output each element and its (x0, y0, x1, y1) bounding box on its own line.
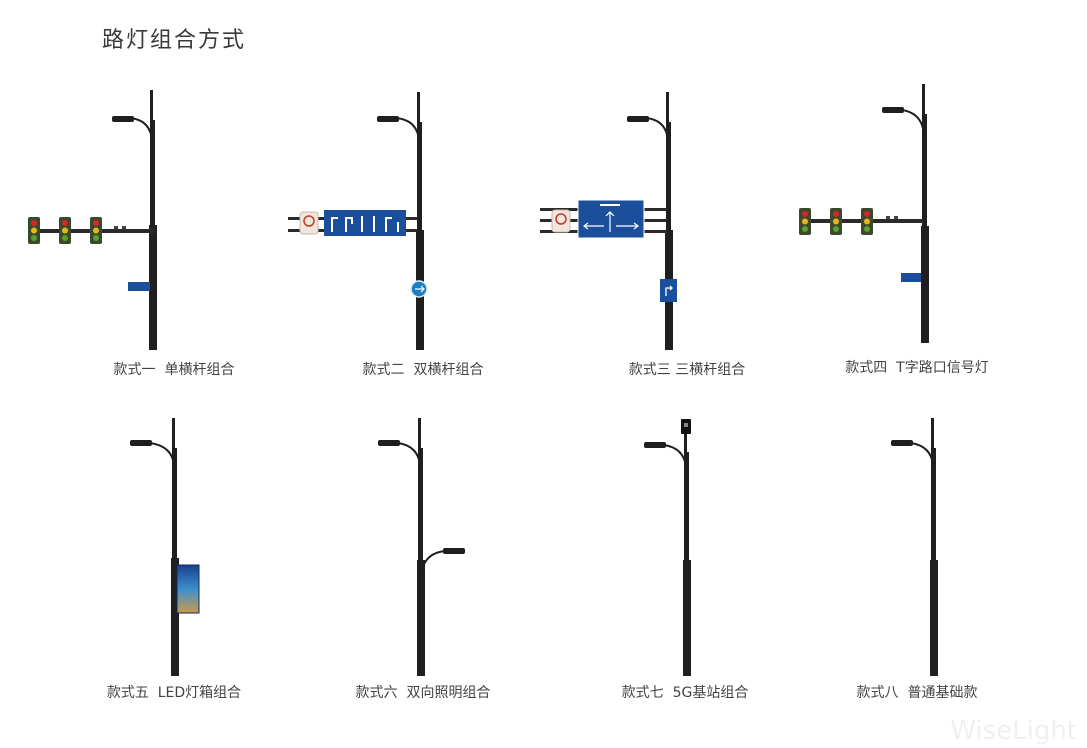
turn-sign-icon (660, 279, 677, 302)
style-7-caption: 款式七 5G基站组合 (621, 685, 749, 701)
style-1-pole-illustration (28, 90, 157, 350)
led-lightbox-icon (176, 564, 200, 614)
style-6-caption: 款式六 双向照明组合 (355, 685, 491, 701)
style-2-pole-illustration (288, 92, 428, 350)
traffic-signal-icon (861, 208, 873, 235)
traffic-signal-icon (799, 208, 811, 235)
style-5-pole-illustration (130, 418, 200, 676)
style-6-pole-illustration (378, 418, 465, 676)
style-8-caption: 款式八 普通基础款 (856, 685, 978, 701)
traffic-signal-icon (59, 217, 71, 244)
traffic-signal-icon (90, 217, 102, 244)
style-5-caption: 款式五 LED灯箱组合 (106, 685, 242, 701)
style-2-caption: 款式二 双横杆组合 (362, 362, 484, 378)
lane-guide-sign-icon (324, 210, 406, 236)
traffic-signal-icon (830, 208, 842, 235)
style-3-caption: 款式三 三横杆组合 (628, 362, 746, 378)
style-7-pole-illustration (644, 419, 691, 676)
style-3-pole-illustration (540, 92, 677, 350)
style-4-pole-illustration (799, 84, 929, 343)
traffic-signal-icon (28, 217, 40, 244)
street-name-sign-icon (128, 282, 150, 291)
road-direction-sign-icon (577, 199, 645, 239)
style-1-caption: 款式一 单横杆组合 (113, 362, 235, 378)
style-4-caption: 款式四 T字路口信号灯 (845, 360, 989, 376)
style-8-pole-illustration (891, 418, 938, 676)
page-title: 路灯组合方式 (102, 28, 247, 53)
watermark: WiseLight (950, 716, 1077, 746)
street-name-sign-icon (901, 273, 921, 282)
